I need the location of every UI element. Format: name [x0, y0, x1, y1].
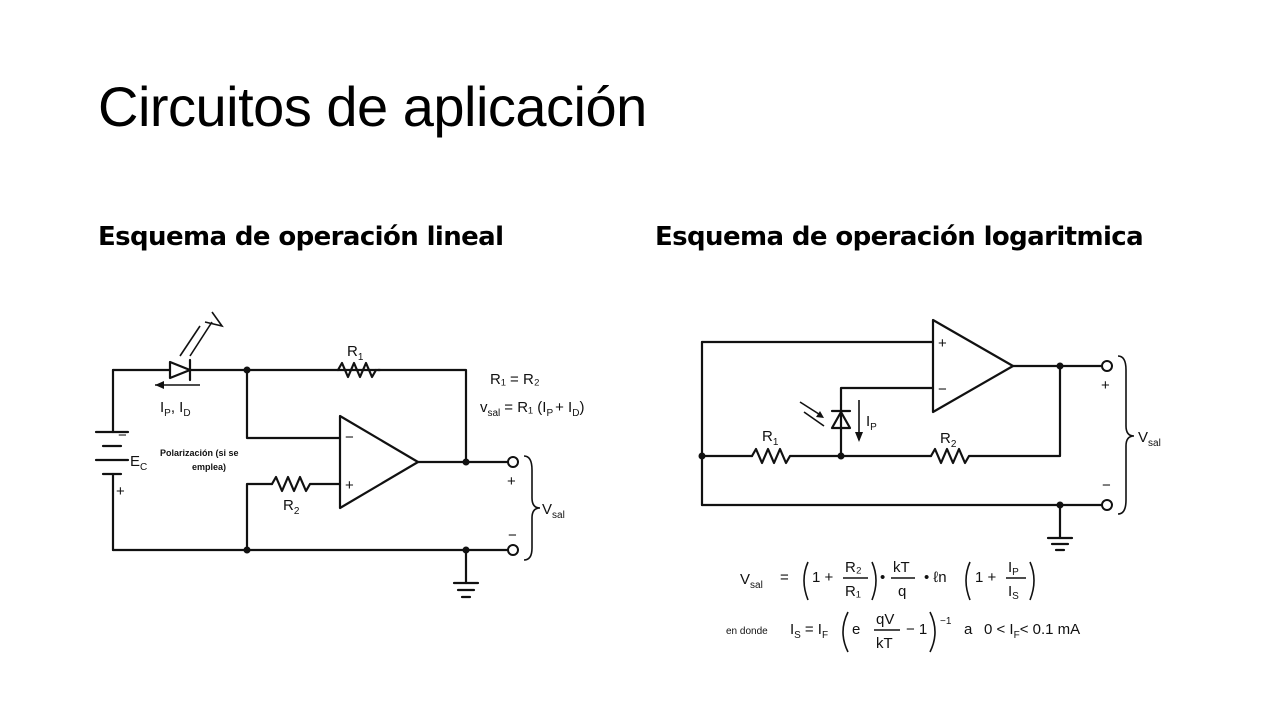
vsal-label: Vsal [542, 501, 565, 521]
ip-label: IP [866, 413, 877, 433]
op-amp [931, 318, 1015, 414]
log-circuit-diagram: + − IP R1 R2 + − Vsal Vsal = 1 + R₂ R₁ •… [698, 318, 1161, 653]
inverting-input-wire [245, 368, 342, 440]
ip-id-label: IP, ID [160, 399, 191, 419]
vsal-label: Vsal [1138, 429, 1161, 449]
opamp-plus-label: + [345, 477, 354, 494]
svg-text:R₁: R₁ [845, 583, 861, 600]
r1-resistor [336, 361, 378, 379]
r2-resistor [929, 364, 1062, 465]
ec-label: EC [130, 453, 147, 473]
bias-label-1: Polarización (si se [160, 448, 239, 458]
out-minus-label: − [1102, 477, 1111, 494]
svg-text:−1: −1 [940, 616, 952, 627]
svg-text:Vsal: Vsal [740, 571, 763, 591]
r1-label: R1 [762, 428, 779, 448]
vsal-brace [1117, 355, 1135, 515]
r2-resistor [270, 475, 342, 493]
svg-text:=: = [780, 569, 789, 586]
r1-label: R1 [347, 343, 364, 363]
svg-text:1 +: 1 + [975, 569, 997, 586]
battery-minus-label: − [118, 427, 127, 444]
r1-resistor [750, 447, 933, 465]
r2-label: R2 [283, 497, 300, 517]
svg-text:− 1: − 1 [906, 621, 927, 638]
output-terminal-minus [1101, 499, 1113, 511]
output-terminal-plus [507, 456, 519, 468]
ground-symbol [452, 581, 480, 599]
svg-text:IS: IS [1008, 583, 1019, 602]
slide-title: Circuitos de aplicación [98, 75, 647, 138]
svg-text:a: a [964, 621, 973, 638]
battery-plus-label: + [116, 483, 125, 500]
svg-text:IP: IP [1008, 559, 1019, 578]
linear-circuit-diagram: R1 R2 R₁ = R₂ vsal= R₁ (IP+ ID) IP, ID E… [94, 311, 584, 599]
out-plus-label: + [507, 473, 516, 490]
r2-label: R2 [940, 430, 957, 450]
svg-text:en donde: en donde [726, 626, 768, 637]
svg-text:1 +: 1 + [812, 569, 834, 586]
opamp-minus-label: − [345, 429, 354, 446]
svg-text:kT: kT [893, 559, 910, 576]
vsal-formula: Vsal = 1 + R₂ R₁ • kT q • ℓn 1 + IP IS [740, 559, 1035, 602]
svg-text:kT: kT [876, 635, 893, 652]
feedback-wire [376, 368, 468, 464]
svg-text:IS= IF: IS= IF [790, 621, 828, 641]
svg-text:• ℓn: • ℓn [924, 569, 947, 586]
out-plus-label: + [1101, 377, 1110, 394]
svg-text:qV: qV [876, 611, 894, 628]
out-minus-label: − [508, 527, 517, 544]
eq-vsal: vsal= R₁ (IP+ ID) [480, 399, 584, 419]
output-terminal-minus [507, 544, 519, 556]
linear-heading: Esquema de operación lineal [98, 222, 504, 252]
eq-r1-r2: R₁ = R₂ [490, 371, 540, 388]
is-formula: en donde IS= IF e qV kT − 1 −1 a 0 < IF<… [726, 611, 1080, 653]
ground-symbol [1046, 536, 1074, 552]
svg-text:R₂: R₂ [845, 559, 862, 576]
output-terminal-plus [1101, 360, 1113, 372]
log-heading: Esquema de operación logaritmica [655, 222, 1144, 252]
r2-wire [245, 482, 274, 552]
bias-label-2: emplea) [192, 462, 226, 472]
opamp-plus-label: + [938, 335, 947, 352]
svg-text:e: e [852, 621, 860, 638]
op-amp [338, 414, 420, 510]
svg-text:q: q [898, 583, 906, 600]
inverting-wire [839, 386, 935, 407]
svg-text:•: • [880, 569, 885, 586]
opamp-minus-label: − [938, 381, 947, 398]
vsal-brace [523, 455, 541, 561]
svg-text:0 < IF< 0.1 mA: 0 < IF< 0.1 mA [984, 621, 1080, 641]
photodiode [799, 401, 852, 432]
